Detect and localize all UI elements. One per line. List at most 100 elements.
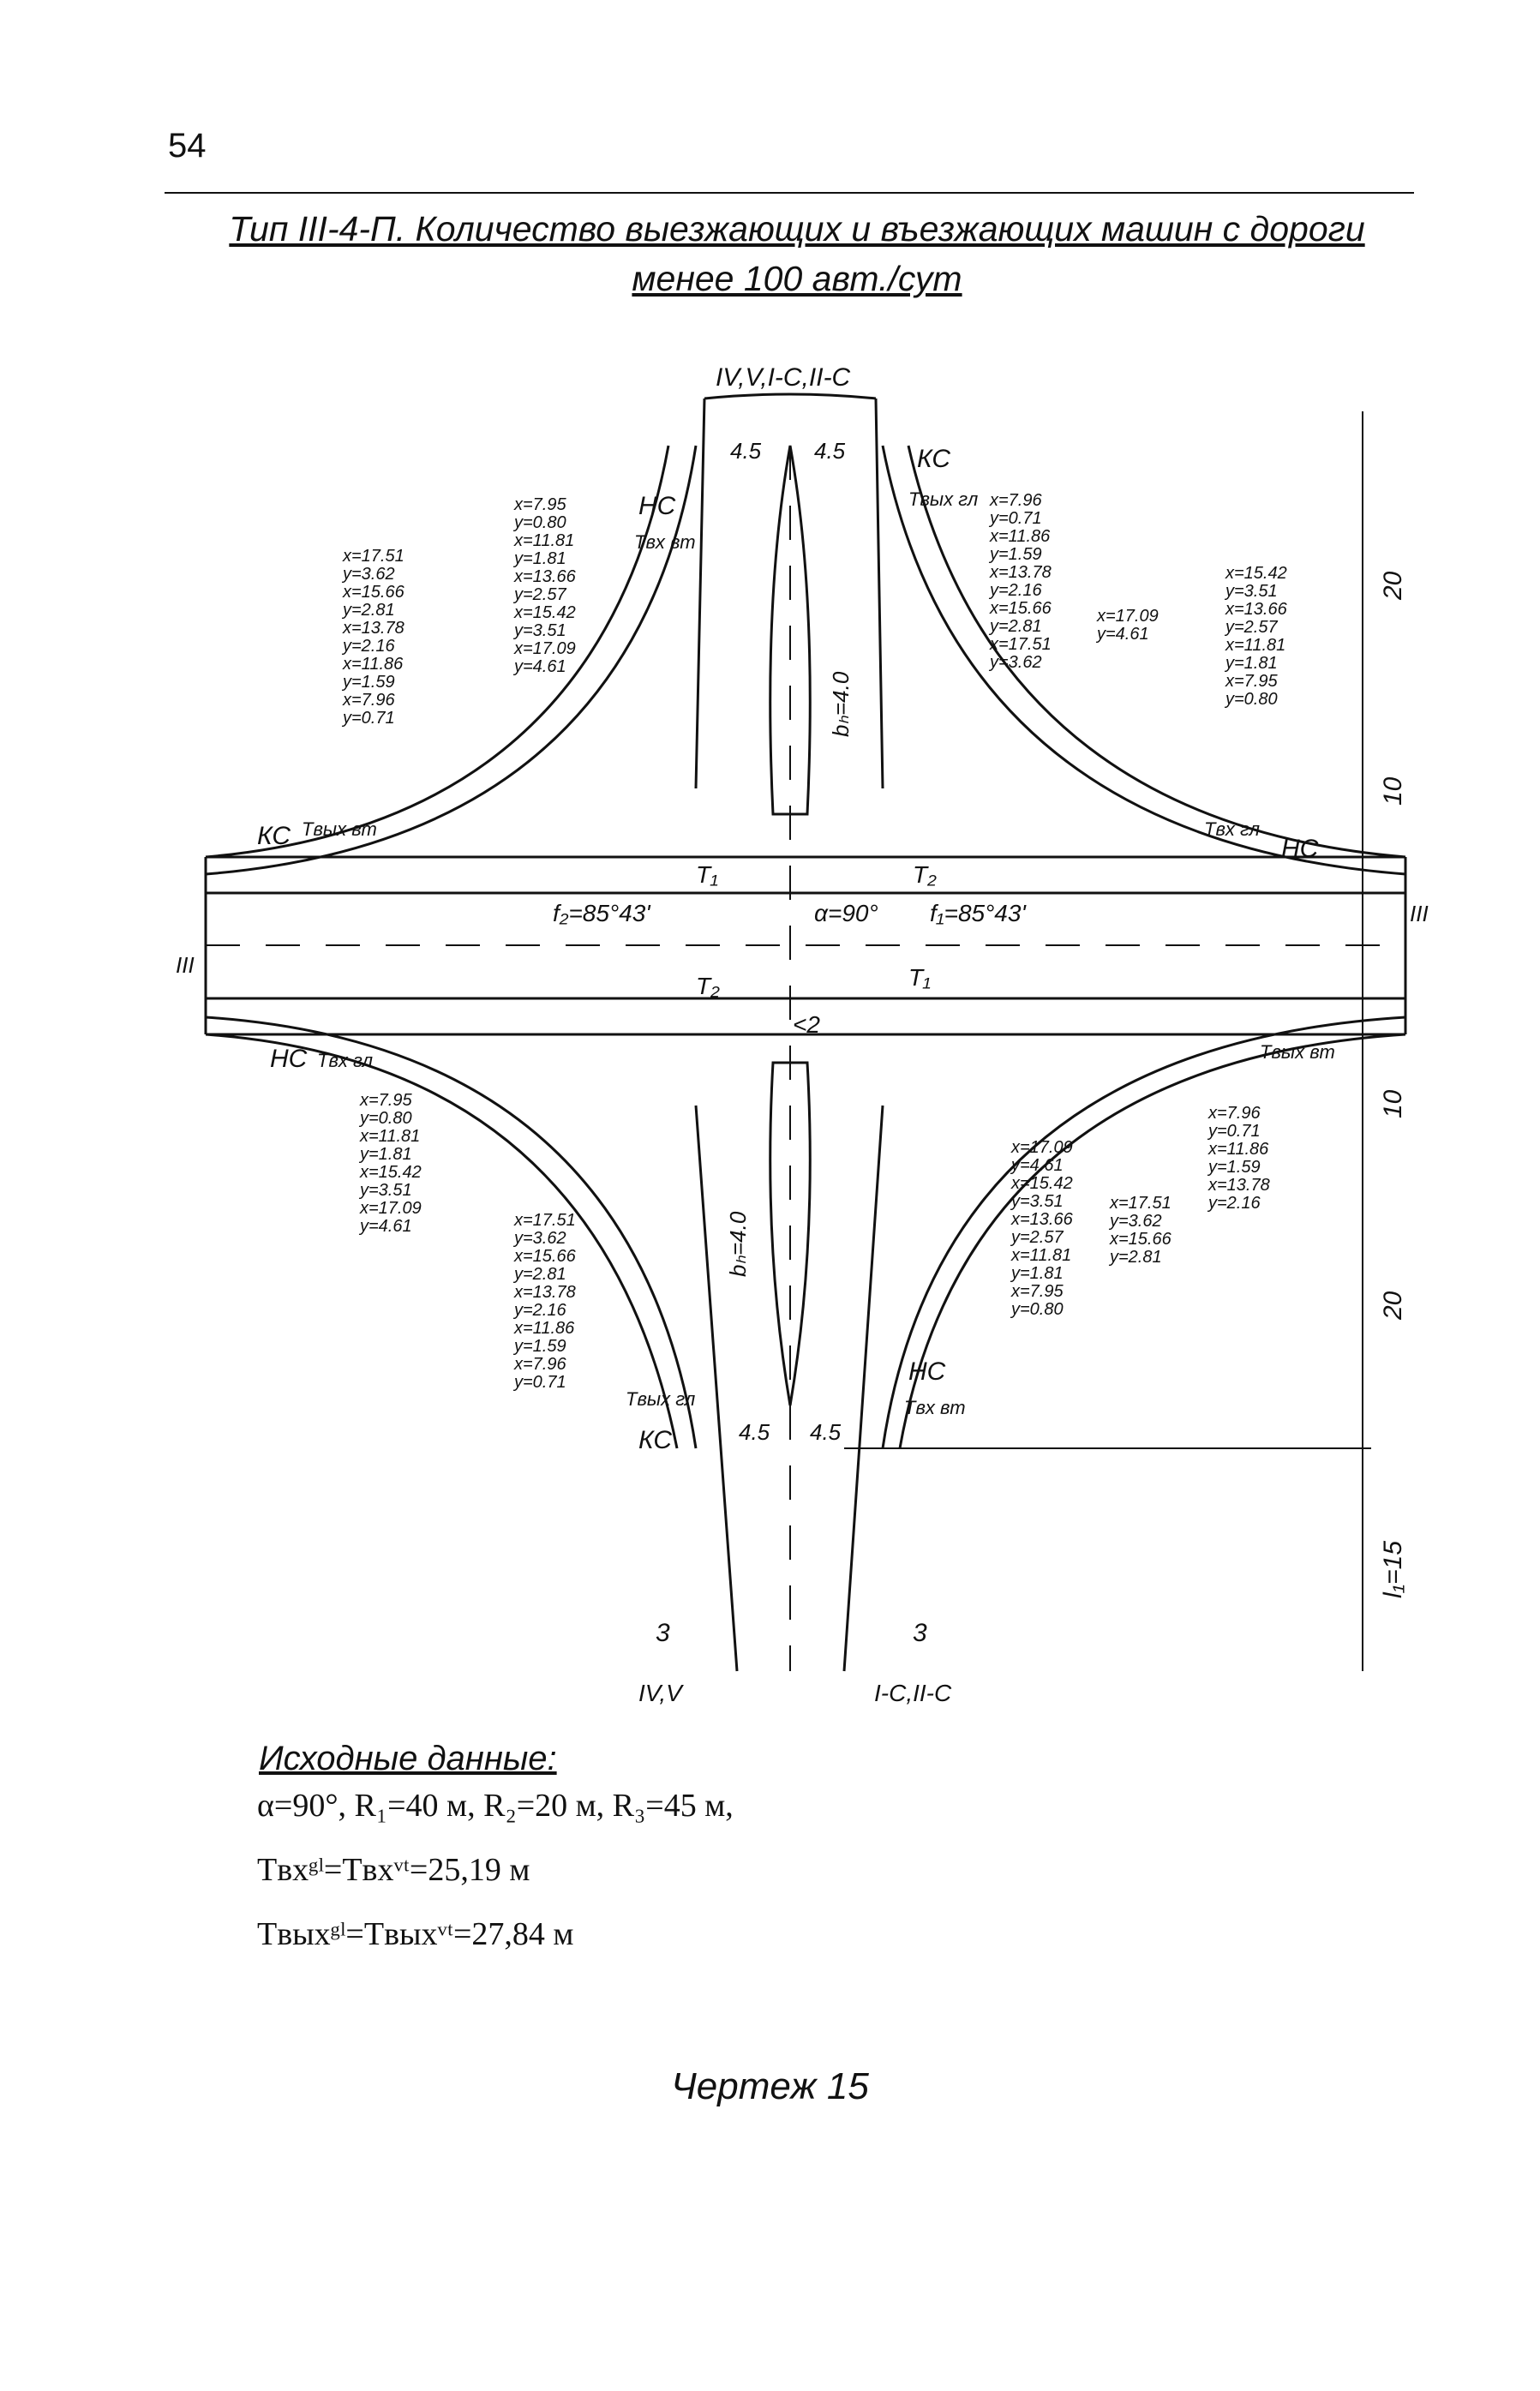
coord-nw-outer-0: x=17.51	[342, 547, 404, 566]
mark-ns-nw: НС	[638, 492, 676, 520]
coord-nw-outer-4: x=13.78	[342, 619, 404, 638]
road-label-west: III	[176, 952, 195, 978]
road-label-south-left: IV,V	[638, 1680, 684, 1706]
coord-sw-outer-0: x=7.95	[359, 1091, 412, 1110]
title-line-2: менее 100 авт./сут	[632, 259, 962, 298]
coord-ne-outer-7: y=0.80	[1224, 690, 1278, 709]
coord-nw-outer-5: y=2.16	[341, 637, 395, 656]
coord-nw-inner-9: y=4.61	[512, 657, 566, 676]
mark-t-enter-main-e: Tвх гл	[1204, 818, 1260, 840]
coord-nw-inner-6: x=15.42	[513, 603, 576, 622]
coord-se-inner-1: y=4.61	[1010, 1156, 1064, 1175]
coord-ne-outer-2: x=13.66	[1225, 600, 1288, 619]
tangent-t1-north: T₁	[696, 861, 718, 888]
tangent-t2-south: T₂	[696, 973, 720, 999]
coord-nw-inner-4: x=13.66	[513, 567, 577, 586]
coord-se-inner-9: y=0.80	[1010, 1300, 1064, 1319]
coord-nw-inner-2: x=11.81	[513, 531, 574, 550]
curve-nw-outer	[205, 445, 670, 859]
coord-nw-inner-5: y=2.57	[512, 585, 566, 604]
coord-nw-outer-6: x=11.86	[342, 655, 404, 674]
coord-sw-inner-3: y=2.81	[512, 1265, 566, 1284]
source-data-caption: Исходные данные:	[259, 1740, 557, 1777]
coord-ne-outer-5: y=1.81	[1224, 654, 1278, 673]
curve-sw-inner	[205, 1016, 698, 1449]
curve-sw-outer	[205, 1033, 679, 1449]
mark-t-enter-main-w: Tвх гл	[317, 1050, 373, 1071]
coord-nw-inner-8: x=17.09	[513, 639, 576, 658]
source-data-line-3: Tвыхᵍˡ=Tвыхᵛᵗ=27,84 м	[257, 1916, 574, 1952]
coord-sw-inner-6: x=11.86	[513, 1319, 575, 1338]
mark-t-exit-sec-w: Tвых вт	[302, 818, 377, 840]
tangent-t2-north: T₂	[913, 861, 937, 888]
lane-width-right: 4.5	[814, 438, 846, 464]
coord-se-inner-4: x=13.66	[1010, 1210, 1074, 1229]
intersection-drawing: IV,V,I-C,II-C III III IV,V I-C,II-C 4.5 …	[176, 363, 1429, 1706]
coord-ne-inner-4: x=13.78	[989, 563, 1052, 582]
dimension-20-bottom: 20	[1379, 1291, 1407, 1321]
mark-t-enter-sec-se: Tвх вт	[904, 1397, 966, 1418]
source-data-line-1: α=90°, R₁=40 м, R₂=20 м, R₃=45 м,	[257, 1788, 734, 1824]
coord-sw-outer-2: x=11.81	[359, 1127, 420, 1146]
coord-ne-outer-0: x=15.42	[1225, 564, 1287, 583]
coord-ne-mid-1: y=4.61	[1095, 625, 1149, 644]
source-data-line-2: Tвхᵍˡ=Tвхᵛᵗ=25,19 м	[257, 1852, 530, 1888]
coord-sw-inner-2: x=15.66	[513, 1247, 577, 1266]
curve-nw-inner	[205, 445, 698, 876]
section-mark-right: 3	[913, 1619, 927, 1647]
lane-width-left: 4.5	[730, 438, 762, 464]
coord-ne-inner-5: y=2.16	[988, 581, 1042, 600]
coord-ne-mid-0: x=17.09	[1096, 607, 1159, 626]
coord-ne-outer-4: x=11.81	[1225, 636, 1285, 655]
coord-ne-inner-3: y=1.59	[988, 545, 1042, 564]
section-mark-left: 3	[656, 1619, 670, 1647]
mark-t-exit-sec-e: Tвых вт	[1260, 1041, 1335, 1063]
coord-se-mid-3: y=2.81	[1108, 1248, 1162, 1267]
angle-f2: f₂=85°43'	[553, 900, 651, 926]
coord-ne-outer-1: y=3.51	[1224, 582, 1278, 601]
coord-se-inner-7: y=1.81	[1010, 1264, 1064, 1283]
coord-nw-outer-9: y=0.71	[341, 709, 395, 728]
north-island	[769, 445, 812, 816]
coord-sw-outer-3: y=1.81	[358, 1145, 412, 1164]
coord-se-mid-1: y=3.62	[1108, 1212, 1162, 1231]
coord-nw-outer-3: y=2.81	[341, 601, 395, 620]
coord-ne-inner-1: y=0.71	[988, 509, 1042, 528]
coord-nw-outer-2: x=15.66	[342, 583, 405, 602]
coord-ne-inner-7: y=2.81	[988, 617, 1042, 636]
coord-nw-inner-7: y=3.51	[512, 621, 566, 640]
road-label-north: IV,V,I-C,II-C	[716, 363, 851, 392]
south-island	[769, 1061, 812, 1406]
lane-width-left-south: 4.5	[739, 1419, 770, 1445]
coord-se-inner-2: x=15.42	[1010, 1174, 1073, 1193]
coord-nw-inner-1: y=0.80	[512, 513, 566, 532]
header-rule	[165, 192, 1414, 194]
coord-se-outer-2: x=11.86	[1207, 1140, 1269, 1159]
coord-ne-outer-6: x=7.95	[1225, 672, 1278, 691]
coord-se-mid-0: x=17.51	[1109, 1194, 1171, 1213]
coord-sw-inner-5: y=2.16	[512, 1301, 566, 1320]
coord-sw-inner-0: x=17.51	[513, 1211, 576, 1230]
coord-se-inner-5: y=2.57	[1010, 1228, 1064, 1247]
dimension-10-top: 10	[1379, 776, 1407, 806]
mark-ns-w: НС	[270, 1045, 308, 1073]
tangent-t1-south: T₁	[908, 964, 931, 991]
coord-sw-outer-5: y=3.51	[358, 1181, 412, 1200]
coord-ne-inner-0: x=7.96	[989, 491, 1042, 510]
curve-se-outer	[898, 1033, 1406, 1449]
coord-se-outer-5: y=2.16	[1207, 1194, 1261, 1213]
coord-ne-inner-2: x=11.86	[989, 527, 1051, 546]
coord-nw-inner-3: y=1.81	[512, 549, 566, 568]
mark-ks-w: КС	[257, 822, 291, 850]
mark-ns-e: НС	[1281, 835, 1319, 863]
coord-se-inner-0: x=17.09	[1010, 1138, 1073, 1157]
angle-f1: f₁=85°43'	[930, 900, 1027, 926]
coord-sw-inner-7: y=1.59	[512, 1337, 566, 1356]
coord-ne-outer-3: y=2.57	[1224, 618, 1278, 637]
title-line-1: Тип III-4-П. Количество выезжающих и въе…	[229, 209, 1365, 249]
mark-ks-sw: КС	[638, 1426, 672, 1454]
mark-ks-ne: КС	[917, 445, 950, 473]
coord-sw-inner-4: x=13.78	[513, 1283, 576, 1302]
mark-t-exit-main-ne: Tвых гл	[908, 488, 978, 510]
coord-nw-outer-7: y=1.59	[341, 673, 395, 692]
